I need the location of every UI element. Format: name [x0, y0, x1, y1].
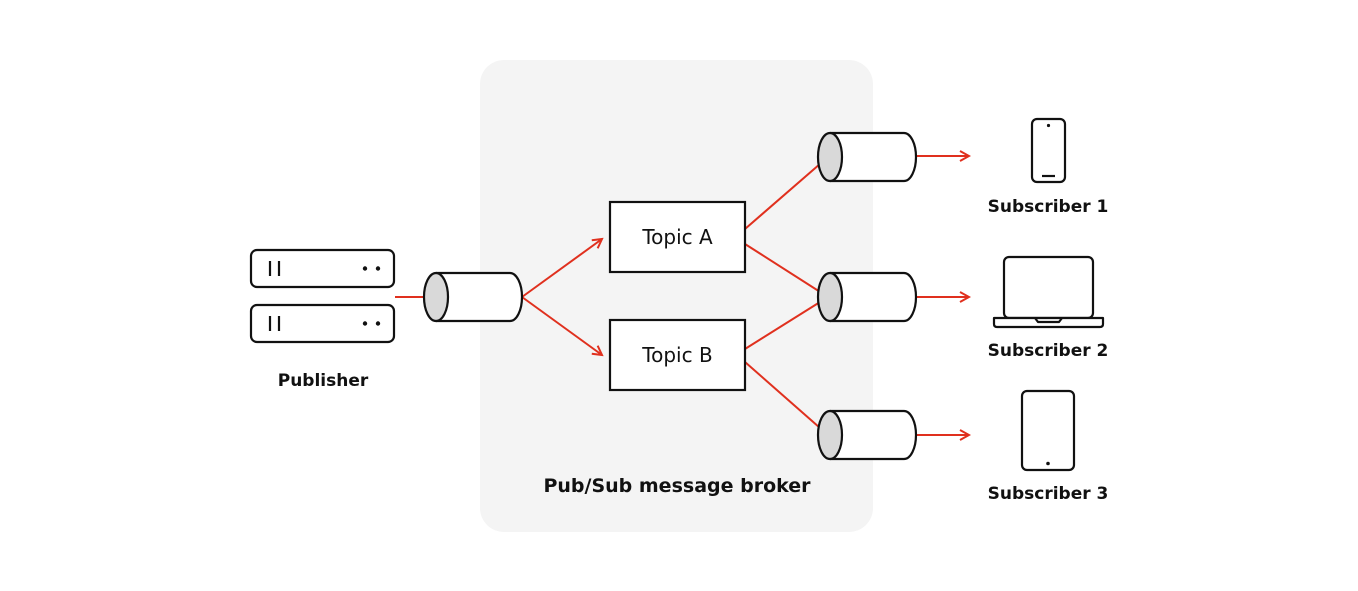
connector-topic-a-to-queue-2	[744, 243, 829, 298]
arrow-queue-to-topic-b	[521, 296, 602, 355]
connectors	[395, 156, 969, 435]
connector-topic-a-to-queue-1	[744, 156, 829, 230]
server-unit-top	[249, 248, 396, 289]
topic-b-box: Topic B	[608, 318, 747, 392]
broker-panel	[480, 60, 873, 532]
subscriber-1-label: Subscriber 1	[988, 197, 1109, 217]
topic-b-label: Topic B	[641, 343, 712, 367]
server-stack-icon	[249, 248, 396, 344]
queue-cylinder-icon	[422, 271, 524, 323]
topic-a-box: Topic A	[608, 200, 747, 274]
subscriber-2-label: Subscriber 2	[988, 341, 1109, 361]
tablet-icon	[1020, 389, 1076, 472]
topic-a-label: Topic A	[641, 225, 713, 249]
queue-cylinder-icon	[816, 409, 918, 461]
laptop-icon	[992, 255, 1105, 329]
subscriber-3-label: Subscriber 3	[988, 484, 1109, 504]
arrow-queue-to-topic-a	[521, 239, 602, 298]
smartphone-icon	[1030, 117, 1067, 184]
queue-cylinder-icon	[816, 131, 918, 183]
connector-topic-b-to-queue-3	[744, 361, 829, 436]
queue-cylinder-icon	[816, 271, 918, 323]
server-unit-bottom	[249, 303, 396, 344]
publisher-label: Publisher	[278, 371, 369, 391]
connector-topic-b-to-queue-2	[744, 296, 829, 350]
broker-label: Pub/Sub message broker	[543, 475, 811, 497]
